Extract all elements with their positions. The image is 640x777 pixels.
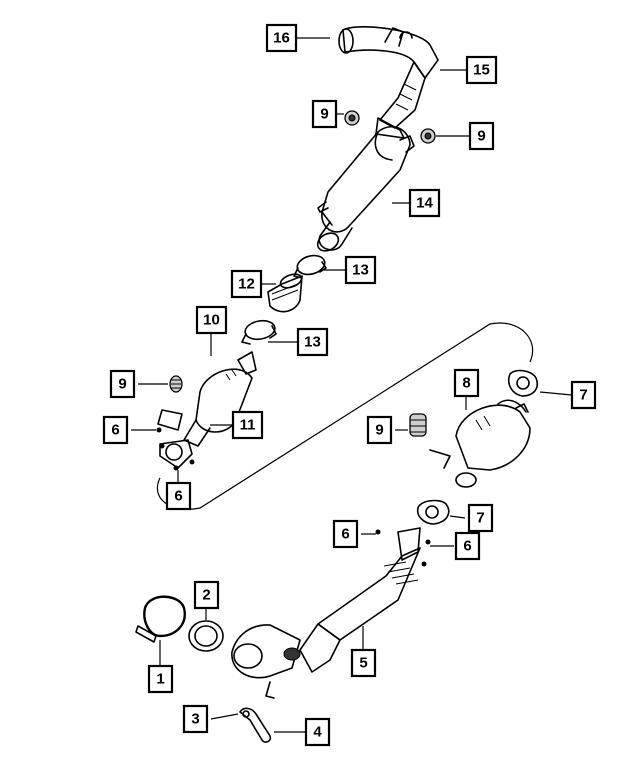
gasket-front [188,620,224,652]
callout-9-right: 9 [366,415,393,445]
isolator-left [169,375,183,393]
callout-4: 4 [304,717,331,747]
hardware-dots [156,427,431,567]
muffler [316,126,415,252]
callout-6-left-lower-label: 6 [174,488,182,505]
isolator-upper-right [420,128,436,144]
callout-14-label: 14 [416,195,433,212]
bracket [239,707,272,743]
callout-13-lower-label: 13 [304,334,321,351]
callout-7-upper-label: 7 [579,387,587,404]
clamp-lower [241,319,277,345]
callout-3-label: 3 [191,711,199,728]
catalytic-converter-left [157,351,257,447]
callout-5: 5 [350,648,377,678]
leader-lines [131,37,573,733]
callout-6-left-label: 6 [111,422,119,439]
callout-13-upper: 13 [344,255,377,285]
callout-5-label: 5 [359,655,367,672]
callout-1: 1 [147,664,174,694]
callout-15: 15 [465,55,498,85]
callout-9-top-right-label: 9 [477,128,485,145]
callout-9-top-right: 9 [468,121,495,151]
callout-6-left: 6 [102,415,129,445]
callout-9-right-label: 9 [375,422,383,439]
v-band-clamp [135,595,186,643]
tail-pipe [338,26,439,79]
callout-6-right-lower-label: 6 [463,538,471,555]
assembly-outline [156,322,534,510]
callout-16-label: 16 [273,30,290,47]
intermediate-pipe [375,61,426,139]
callout-13-lower: 13 [296,327,329,357]
callout-2-label: 2 [202,587,210,604]
callout-6-right-lower: 6 [454,531,481,561]
callout-11: 11 [231,410,264,440]
callout-8: 8 [453,368,480,398]
callout-15-label: 15 [473,62,490,79]
callout-14: 14 [408,188,441,218]
catalytic-converter-right [429,399,531,488]
callout-16: 16 [265,23,298,53]
gasket-right-lower [416,499,450,525]
callout-4-label: 4 [313,724,322,741]
connector-pipe [267,273,303,313]
callout-9-top-left: 9 [311,99,338,129]
gasket-right-upper [507,369,538,397]
callout-7-upper: 7 [570,380,597,410]
callout-7-lower: 7 [467,503,494,533]
callout-11-label: 11 [240,417,256,434]
callout-1-label: 1 [156,671,164,688]
callout-9-top-left-label: 9 [320,106,328,123]
callout-8-label: 8 [462,375,470,392]
gasket-left [159,439,193,469]
callout-7-lower-label: 7 [476,510,484,527]
callout-3: 3 [182,704,209,734]
front-pipe [231,527,421,699]
isolator-right [409,413,427,437]
callout-2: 2 [193,580,220,610]
callout-10: 10 [195,305,228,335]
callout-6-left-lower: 6 [165,481,192,511]
callout-13-upper-label: 13 [352,262,369,279]
callout-10-label: 10 [203,312,220,329]
callout-9-left: 9 [109,369,136,399]
callout-6-right: 6 [332,519,359,549]
callout-12: 12 [230,269,263,299]
callout-12-label: 12 [238,276,255,293]
callout-9-left-label: 9 [118,376,126,393]
callout-6-right-label: 6 [341,526,349,543]
isolator-upper-left [344,110,360,126]
